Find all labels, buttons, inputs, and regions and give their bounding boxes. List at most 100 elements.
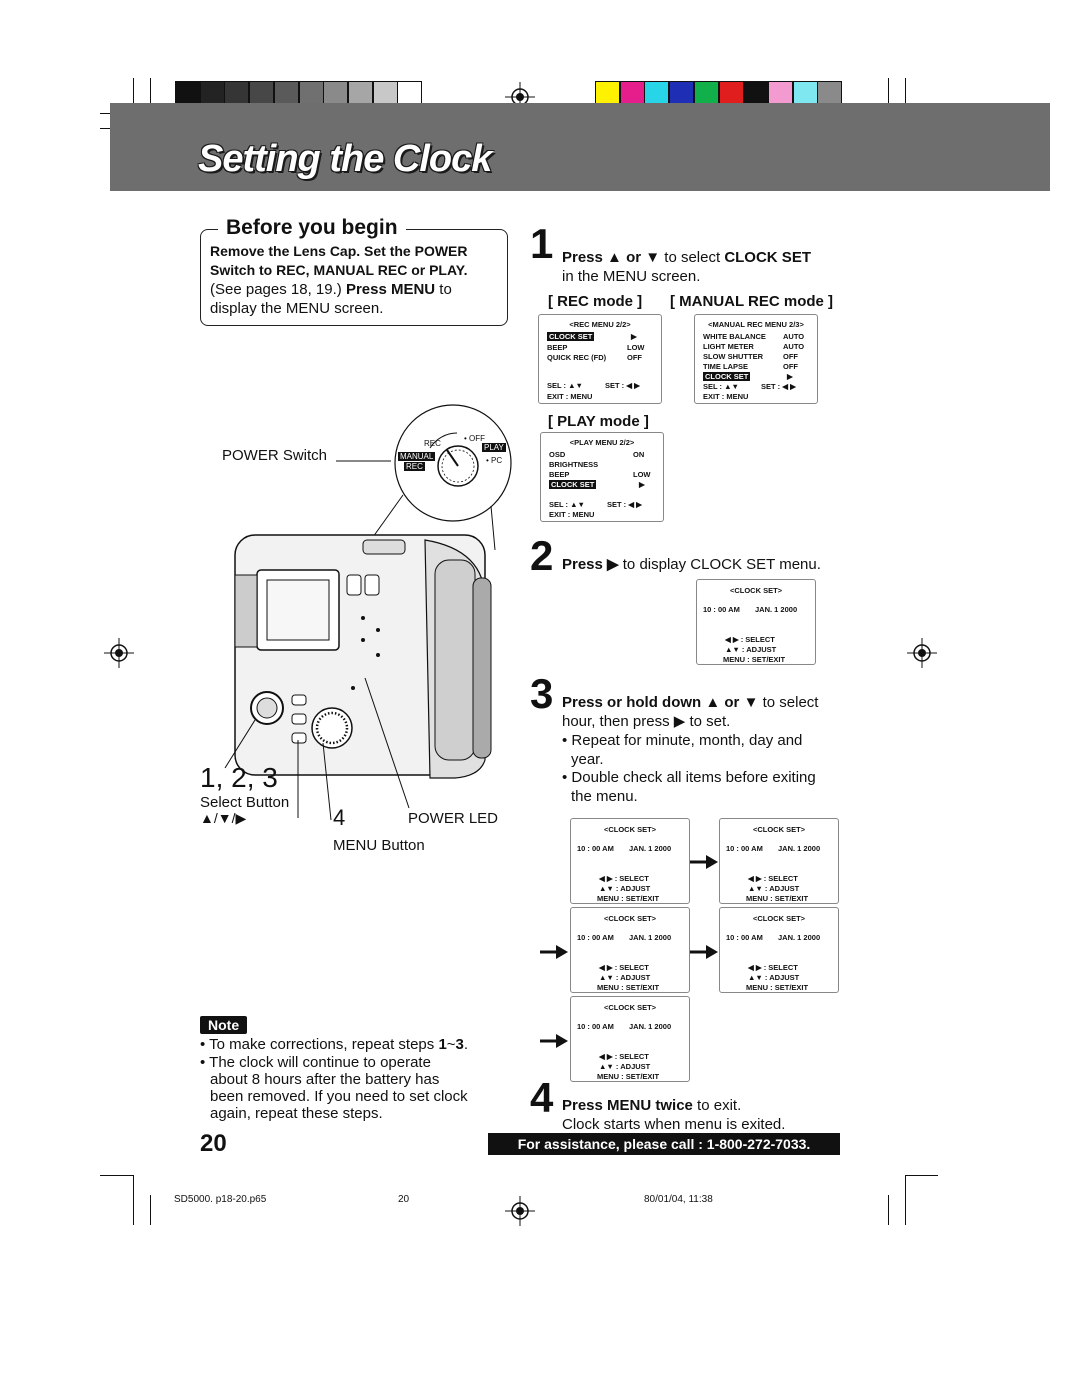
dial-label-rec2: REC [404, 462, 425, 471]
step1-c: or [621, 249, 646, 266]
step-3-bullet-2: • Double check all items before exiting [562, 769, 816, 786]
gray-swatch [298, 81, 324, 105]
color-swatch [619, 81, 645, 105]
color-swatch [718, 81, 744, 105]
clock-set-menu: MENU : SET/EXIT [597, 1072, 660, 1081]
step3-b1-l1: Repeat for minute, month, day and [571, 732, 803, 749]
note-b2-line2: about 8 hours after the battery has [210, 1071, 440, 1088]
clock-set-title: <CLOCK SET> [752, 914, 806, 923]
note-label: Note [200, 1016, 248, 1034]
select-button-label: Select Button [200, 794, 290, 811]
step-2-line: Press ▶ to display CLOCK SET menu. [562, 555, 821, 574]
clock-set-title: <CLOCK SET> [729, 586, 783, 595]
play-mode-label: [ PLAY mode ] [548, 413, 649, 430]
manual-menu-tl-val: OFF [783, 362, 798, 371]
note-b1-e: . [463, 1036, 469, 1053]
clock-set-time: 10 : 00 AM [703, 605, 740, 614]
color-swatch [644, 81, 670, 105]
clock-set-time: 10 : 00 AM [726, 844, 763, 853]
step1-b: ▲ [607, 249, 622, 266]
step-4-number: 4 [530, 1074, 554, 1121]
step2-c: to display CLOCK SET menu. [618, 556, 821, 573]
clock-set-time: 10 : 00 AM [726, 933, 763, 942]
color-swatch [767, 81, 793, 105]
before-line-1: Remove the Lens Cap. Set the POWER [210, 243, 468, 259]
gray-swatch [323, 81, 349, 105]
title-banner [110, 103, 1050, 191]
rec-menu-exit: EXIT : MENU [547, 392, 593, 401]
clock-set-adjust: ▲▼ : ADJUST [599, 884, 651, 893]
manual-menu-wb: WHITE BALANCE [703, 332, 766, 341]
before-line-4: display the MENU screen. [210, 300, 384, 317]
dial-pc-text: PC [491, 456, 503, 465]
camera-illustration [224, 404, 512, 821]
step-4-line-1: Press MENU twice to exit. [562, 1096, 741, 1115]
dial-label-manual: MANUAL [398, 452, 436, 461]
color-swatch [595, 81, 620, 105]
dial-label-off: • OFF [464, 434, 486, 443]
manual-menu-lm: LIGHT METER [703, 342, 754, 351]
rec-menu-sel: SEL : ▲▼ [547, 381, 583, 390]
play-menu-clockset-val: ▶ [639, 480, 645, 489]
callout-123: 1, 2, 3 [200, 762, 278, 793]
clock-set-date: JAN. 1 2000 [778, 844, 821, 853]
step-3-bullet-2-line-2: the menu. [571, 788, 638, 805]
play-menu-beep-val: LOW [633, 470, 651, 479]
step-3-bullet-1: • Repeat for minute, month, day and [562, 732, 803, 749]
play-menu-osd-val: ON [633, 450, 645, 459]
clock-set-title: <CLOCK SET> [752, 825, 806, 834]
manual-rec-menu-screen: <MANUAL REC MENU 2/3> WHITE BALANCE AUTO… [694, 314, 818, 404]
step2-a: Press [562, 556, 608, 573]
note-b2-line4: again, repeat these steps. [210, 1105, 383, 1122]
play-menu-exit: EXIT : MENU [549, 510, 595, 519]
clock-set-time: 10 : 00 AM [577, 844, 614, 853]
rec-menu-title: <REC MENU 2/2> [569, 320, 631, 329]
gray-swatch [397, 81, 423, 105]
clock-set-title: <CLOCK SET> [603, 1003, 657, 1012]
clock-set-date: JAN. 1 2000 [629, 1022, 672, 1031]
clock-set-menu: MENU : SET/EXIT [746, 983, 809, 992]
dial-label-pc: • PC [486, 456, 503, 465]
step1-a: Press [562, 249, 608, 266]
manual-rec-mode-label: [ MANUAL REC mode ] [670, 293, 834, 310]
play-menu-title: <PLAY MENU 2/2> [569, 438, 635, 447]
clock-set-time: 10 : 00 AM [577, 1022, 614, 1031]
step1-f: CLOCK SET [724, 249, 811, 266]
step4-b: to exit. [692, 1097, 742, 1114]
manual-menu-ss: SLOW SHUTTER [703, 352, 763, 361]
clock-set-select: ◀ ▶ : SELECT [725, 635, 775, 644]
dial-off-text: OFF [469, 434, 486, 443]
note-b1-a: To make corrections, repeat steps [209, 1036, 439, 1053]
before-line-3c: to [435, 281, 452, 298]
step-3-bullet-1-line-2: year. [571, 751, 604, 768]
note-b1-c: ~ [446, 1036, 456, 1053]
rec-menu-screen: <REC MENU 2/2> CLOCK SET ▶ BEEP LOW QUIC… [538, 314, 662, 404]
step-4-line-2: Clock starts when menu is exited. [562, 1116, 786, 1133]
registration-mark-right [907, 638, 937, 668]
next-arrow-icon [540, 945, 568, 959]
step-1-line-1: Press ▲ or ▼ to select CLOCK SET [562, 248, 811, 267]
step3-e: to select [758, 694, 819, 711]
registration-mark-left [104, 638, 134, 668]
next-arrow-icon [690, 945, 718, 959]
step1-e: to select [660, 249, 725, 266]
clock-set-select: ◀ ▶ : SELECT [748, 874, 798, 883]
play-menu-screen: <PLAY MENU 2/2> OSD ON BRIGHTNESS BEEP L… [540, 432, 664, 522]
menu-button-label: MENU Button [333, 837, 425, 854]
gray-swatch [224, 81, 250, 105]
manual-menu-title: <MANUAL REC MENU 2/3> [708, 320, 804, 329]
before-line-2: Switch to REC, MANUAL REC or PLAY. [210, 262, 468, 278]
step-2-number: 2 [530, 532, 554, 579]
step2-b: ▶ [607, 556, 619, 573]
note-b1-b: 1 [438, 1036, 447, 1053]
step3-a: Press or hold down [562, 694, 706, 711]
clock-set-menu: MENU : SET/EXIT [746, 894, 809, 903]
power-switch-label: POWER Switch [222, 447, 328, 464]
note-bullet-1: • To make corrections, repeat steps 1~3. [200, 1036, 469, 1053]
next-arrow-icon [690, 855, 718, 869]
footer-date: 80/01/04, 11:38 [644, 1194, 713, 1205]
play-menu-clockset: CLOCK SET [549, 480, 597, 489]
clock-set-select: ◀ ▶ : SELECT [599, 963, 649, 972]
